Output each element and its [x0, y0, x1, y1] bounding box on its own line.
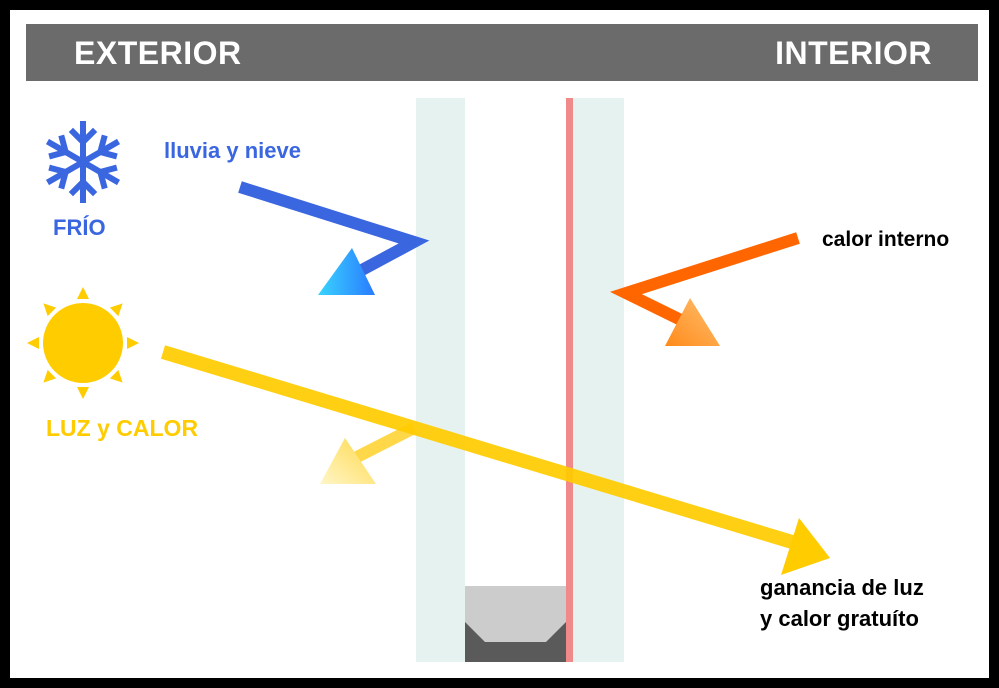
- low-e-coating: [566, 98, 573, 662]
- reflected-light-arrow: [320, 422, 417, 484]
- light-heat-label: LUZ y CALOR: [46, 415, 199, 441]
- light-gain-arrow: [160, 345, 830, 575]
- diagram-frame: EXTERIOR INTERIOR: [10, 10, 989, 678]
- interior-label: INTERIOR: [775, 35, 932, 71]
- spacer-bar: [465, 586, 566, 662]
- internal-heat-label: calor interno: [822, 228, 950, 251]
- sun-icon: [27, 287, 139, 399]
- inner-glass-pane: [566, 98, 624, 662]
- gain-label-line2: y calor gratuíto: [760, 606, 919, 631]
- glazing-diagram: [27, 98, 830, 662]
- header-bar: EXTERIOR INTERIOR: [26, 24, 978, 81]
- outer-glass-pane: [416, 98, 465, 662]
- snowflake-icon: [45, 121, 121, 203]
- cold-reflection-arrow: [238, 181, 430, 295]
- gain-label-line1: ganancia de luz: [760, 575, 924, 600]
- internal-heat-arrow: [609, 232, 800, 346]
- exterior-label: EXTERIOR: [74, 35, 242, 71]
- cold-label: FRÍO: [53, 215, 106, 240]
- rain-snow-label: lluvia y nieve: [164, 138, 301, 163]
